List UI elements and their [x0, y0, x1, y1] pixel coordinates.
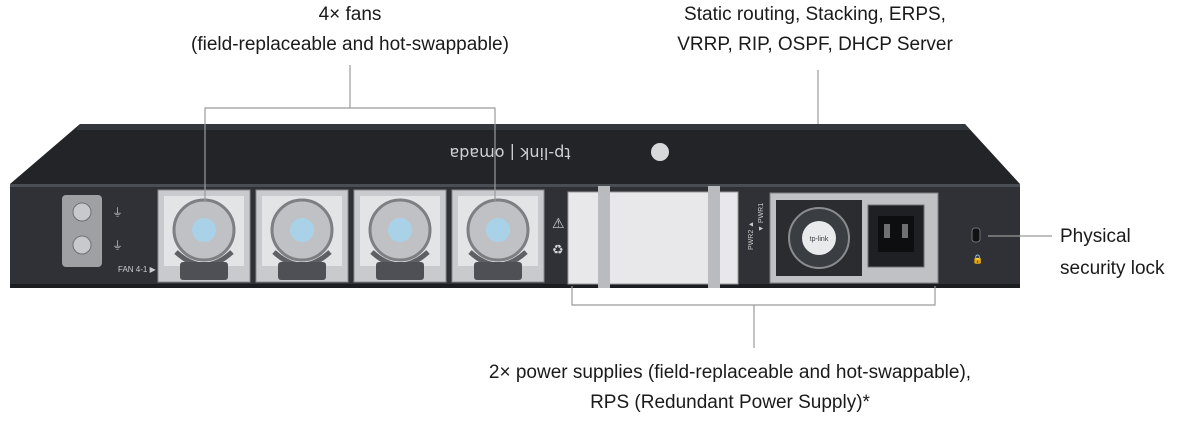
fans-callout: 4× fans (field-replaceable and hot-swapp…: [150, 0, 550, 60]
chassis-top-surface: [10, 124, 1020, 184]
psu-blank-cover: [567, 186, 739, 288]
svg-text:⏚: ⏚: [112, 206, 123, 219]
ground-screw-icon: ⏚ ⏚: [62, 195, 123, 267]
fan-port-label: FAN 4-1 ▶: [118, 265, 157, 274]
fans-callout-line1: 4× fans: [318, 4, 382, 25]
security-lock-callout: Physical security lock: [1060, 221, 1200, 285]
fans-callout-line2: (field-replaceable and hot-swappable): [191, 34, 509, 55]
routing-callout-line1: Static routing, Stacking, ERPS,: [684, 4, 946, 25]
routing-callout-line2: VRRP, RIP, OSPF, DHCP Server: [677, 34, 953, 55]
fan-module: [157, 189, 251, 283]
power-inlet-icon: [867, 204, 925, 268]
lock-callout-line1: Physical: [1060, 226, 1131, 247]
svg-text:⏚: ⏚: [112, 239, 123, 252]
warning-icon: ⚠: [552, 215, 565, 231]
psu-sticker: tp-link: [810, 236, 829, 243]
pwr1-label: ▼ PWR1: [758, 203, 765, 232]
psu-callout-line2: RPS (Redundant Power Supply)*: [590, 392, 870, 413]
tp-link-logo-icon: [651, 143, 669, 161]
routing-features-callout: Static routing, Stacking, ERPS, VRRP, RI…: [640, 0, 990, 60]
svg-text:🔒: 🔒: [972, 254, 983, 264]
psu-callout-line1: 2× power supplies (field-replaceable and…: [488, 362, 972, 383]
leader-lines: [204, 65, 1052, 348]
power-supplies-callout: 2× power supplies (field-replaceable and…: [420, 358, 1040, 418]
recycle-icon: ♻: [552, 242, 564, 257]
lock-callout-line2: security lock: [1060, 258, 1165, 279]
power-supply-module: tp-link: [769, 192, 939, 284]
fan-module: [451, 189, 545, 283]
kensington-lock-icon: [971, 227, 981, 243]
pwr2-label: PWR2 ▲: [748, 221, 755, 250]
fan-module: [255, 189, 349, 283]
brand-logo: tp-link | omada: [449, 144, 570, 163]
fan-module: [353, 189, 447, 283]
